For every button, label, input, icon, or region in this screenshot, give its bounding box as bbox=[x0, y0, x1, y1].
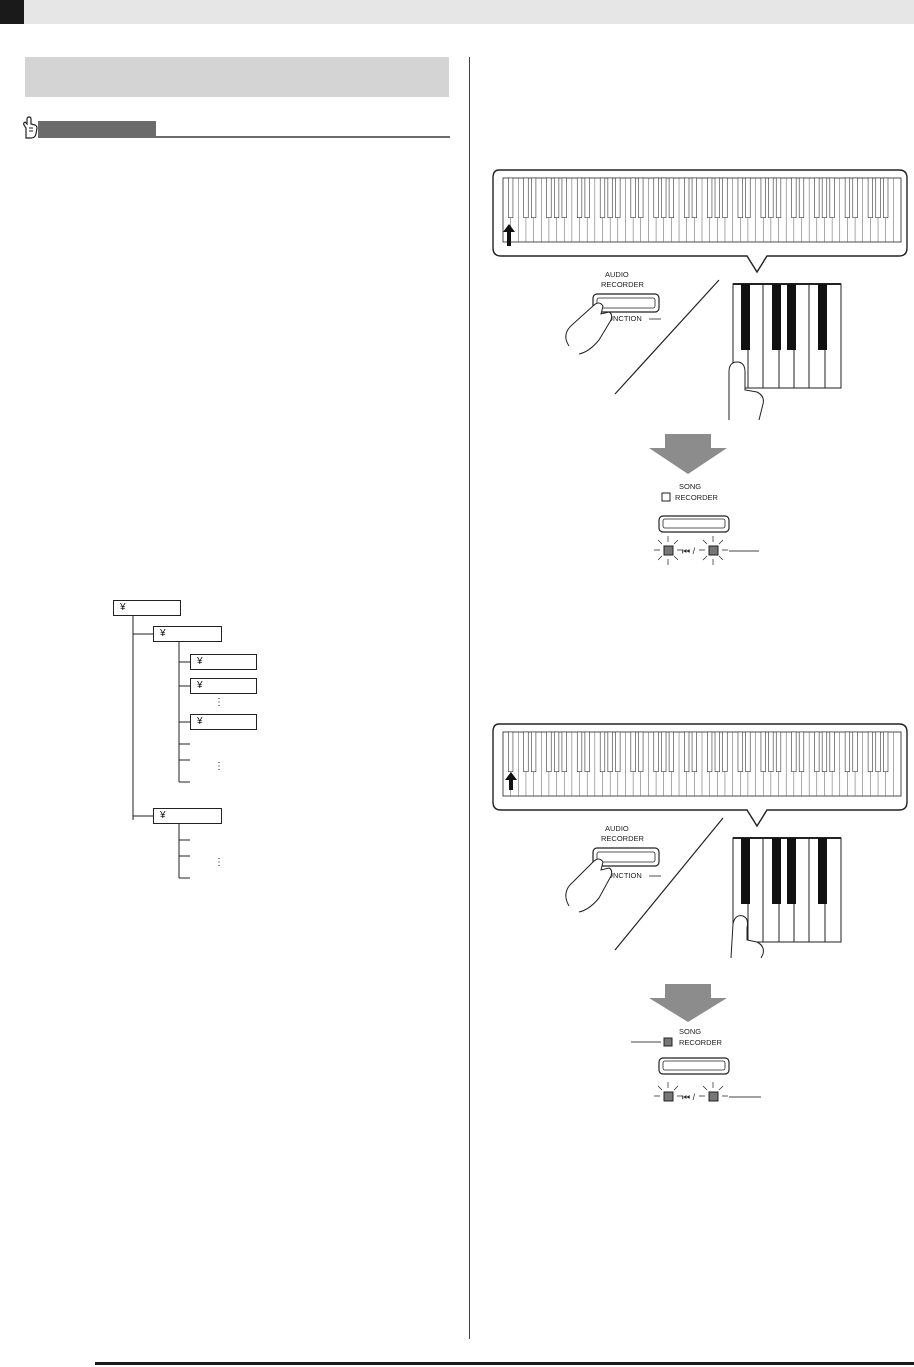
figure-2-drawing: AUDIO RECORDER FUNCTION SONG RECORDER bbox=[492, 723, 908, 1102]
down-arrow-icon bbox=[649, 434, 727, 474]
up-arrow-icon-2 bbox=[505, 772, 517, 790]
mini-keyboard-1 bbox=[502, 177, 902, 243]
tree-folder-a-label: ¥ bbox=[160, 628, 166, 639]
audio-label-1: AUDIO bbox=[605, 270, 629, 279]
song-recorder-button-2 bbox=[658, 1057, 730, 1075]
svg-text:⏮ /: ⏮ / bbox=[682, 546, 696, 556]
song-recorder-label-2: RECORDER bbox=[679, 1038, 723, 1047]
zoomed-keys-1 bbox=[728, 283, 842, 421]
tree-folder-a: ¥ bbox=[153, 626, 222, 642]
figure-1-drawing: AUDIO RECORDER FUNCTION SONG RECORDER bbox=[492, 169, 908, 565]
page-bottom-rule bbox=[95, 1362, 914, 1365]
top-header-bar bbox=[0, 0, 914, 24]
tree-item-a1: ¥ bbox=[190, 654, 257, 670]
keyboard-figure-2: AUDIO RECORDER FUNCTION SONG RECORDER bbox=[489, 718, 909, 1108]
tree-ellipsis-b: ⋮ bbox=[214, 761, 224, 772]
tree-ellipsis-a: ⋮ bbox=[214, 697, 224, 708]
tree-folder-b-label: ¥ bbox=[160, 810, 166, 821]
tree-item-a2: ¥ bbox=[190, 678, 257, 694]
tree-folder-b: ¥ bbox=[153, 808, 222, 824]
keyboard-figure-1: AUDIO RECORDER FUNCTION SONG RECORDER bbox=[489, 164, 909, 584]
audio-recorder-button-2 bbox=[592, 847, 660, 867]
audio-recorder-button-1 bbox=[592, 293, 660, 313]
down-arrow-icon-2 bbox=[649, 984, 727, 1022]
tree-root-label: ¥ bbox=[120, 602, 126, 613]
note-rule-line bbox=[38, 136, 450, 138]
function-label-2: FUNCTION bbox=[603, 871, 642, 880]
blinking-lamp-left-1 bbox=[654, 536, 683, 565]
zoomed-keys-2 bbox=[730, 837, 842, 959]
function-label-1: FUNCTION bbox=[603, 314, 642, 323]
tree-item-a3: ¥ bbox=[190, 714, 257, 730]
song-recorder-label-1: RECORDER bbox=[675, 493, 719, 502]
recorder-label-1: RECORDER bbox=[601, 280, 645, 289]
tree-connector-lines bbox=[132, 616, 190, 879]
column-divider bbox=[469, 57, 470, 1339]
svg-text:⏮ /: ⏮ / bbox=[682, 1092, 696, 1102]
song-recorder-indicator-1 bbox=[661, 492, 671, 502]
up-arrow-icon bbox=[503, 224, 515, 246]
folder-tree: ¥ ¥ ¥ ¥ ⋮ ¥ ⋮ ¥ ⋮ bbox=[113, 600, 257, 879]
song-label-2: SONG bbox=[679, 1027, 701, 1036]
note-header bbox=[20, 116, 450, 140]
tree-item-a3-label: ¥ bbox=[197, 716, 203, 727]
header-corner-block bbox=[0, 0, 24, 24]
tree-ellipsis-c: ⋮ bbox=[214, 857, 224, 868]
song-recorder-indicator-2 bbox=[663, 1037, 673, 1047]
pointing-hand-icon bbox=[23, 116, 38, 139]
note-label-tab bbox=[38, 121, 156, 137]
song-label-1: SONG bbox=[679, 482, 701, 491]
blinking-lamp-left-2 bbox=[654, 1082, 683, 1102]
mini-keyboard-2 bbox=[502, 731, 902, 797]
blinking-lamp-right-1 bbox=[699, 536, 728, 565]
section-heading-band bbox=[25, 57, 449, 97]
tree-item-a2-label: ¥ bbox=[197, 680, 203, 691]
recorder-label-2: RECORDER bbox=[601, 834, 645, 843]
blinking-lamp-right-2 bbox=[699, 1082, 728, 1102]
audio-label-2: AUDIO bbox=[605, 824, 629, 833]
tree-item-a1-label: ¥ bbox=[197, 656, 203, 667]
song-recorder-button-1 bbox=[658, 515, 730, 533]
tree-root-folder: ¥ bbox=[113, 600, 181, 616]
